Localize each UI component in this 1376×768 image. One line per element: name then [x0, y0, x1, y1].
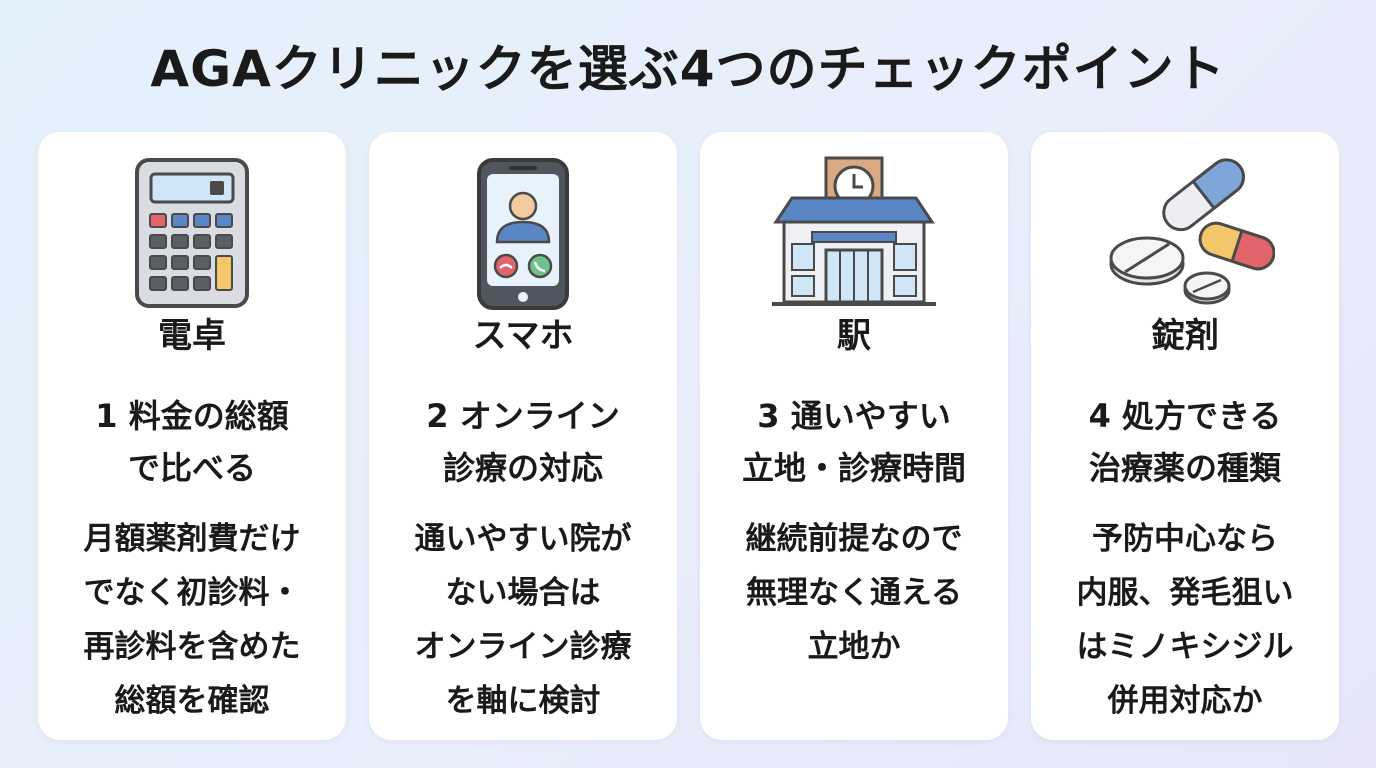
- checkpoint-card-medication: 錠剤 4 処方できる 治療薬の種類 予防中心なら 内服、発毛狙い はミノキシジル…: [1031, 132, 1339, 740]
- card-label: 電卓: [158, 316, 226, 356]
- checkpoint-card-price: 電卓 1 料金の総額 で比べる 月額薬剤費だけ でなく初診料・ 再診料を含めた …: [38, 132, 346, 740]
- station-building-icon: [764, 154, 944, 314]
- pills-icon: [1095, 154, 1275, 314]
- calculator-icon: [102, 154, 282, 314]
- card-label: スマホ: [472, 316, 574, 356]
- card-label: 駅: [837, 316, 871, 356]
- card-description: 通いやすい院が ない場合は オンライン診療 を軸に検討: [414, 521, 632, 719]
- card-heading: 1 料金の総額 で比べる: [95, 397, 289, 487]
- card-label: 錠剤: [1151, 316, 1219, 356]
- card-description: 継続前提なので 無理なく通える 立地か: [745, 521, 963, 665]
- card-heading: 3 通いやすい 立地・診療時間: [741, 397, 966, 487]
- card-description: 予防中心なら 内服、発毛狙い はミノキシジル 併用対応か: [1076, 521, 1294, 719]
- card-description: 月額薬剤費だけ でなく初診料・ 再診料を含めた 総額を確認: [83, 521, 301, 719]
- checkpoint-card-location: 駅 3 通いやすい 立地・診療時間 継続前提なので 無理なく通える 立地か: [700, 132, 1008, 740]
- card-heading: 2 オンライン 診療の対応: [426, 397, 620, 487]
- smartphone-video-call-icon: [433, 154, 613, 314]
- card-heading: 4 処方できる 治療薬の種類: [1088, 397, 1282, 487]
- checkpoint-card-online: スマホ 2 オンライン 診療の対応 通いやすい院が ない場合は オンライン診療 …: [369, 132, 677, 740]
- page-title: AGAクリニックを選ぶ4つのチェックポイント: [150, 40, 1226, 98]
